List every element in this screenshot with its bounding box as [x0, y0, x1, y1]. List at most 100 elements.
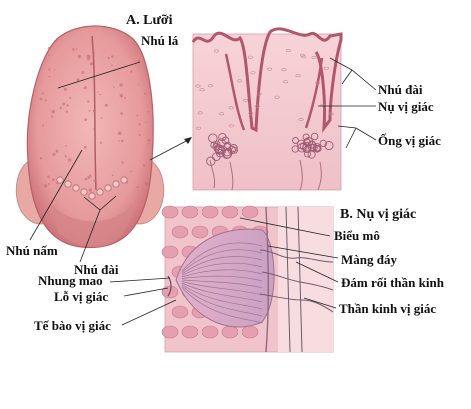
panel-a-pointers [29, 61, 189, 263]
tongue-dot [65, 145, 67, 147]
tongue-dot [68, 158, 72, 162]
tongue-dot [48, 75, 51, 78]
tongue-dot [143, 164, 146, 167]
taste-bud-circle [223, 148, 232, 157]
tongue-dot [52, 152, 56, 156]
epithelium-cell [221, 325, 239, 339]
taste-bud-circle [304, 137, 314, 147]
tissue-spot [298, 118, 304, 122]
panel-b-title: B. Nụ vị giác [340, 207, 417, 222]
taste-bud-circle [307, 150, 316, 159]
vallate-papilla [80, 188, 88, 196]
tongue-dot [144, 182, 149, 186]
taste-cell-fiber [181, 275, 263, 282]
tongue-dot [90, 62, 94, 66]
taste-bud-circle [307, 140, 316, 149]
tissue-spot [195, 84, 201, 88]
epithelium-cell [161, 325, 179, 339]
label-taste-cells: Tế bào vị giác [34, 318, 111, 333]
tongue-dot [66, 104, 69, 107]
papilla-section-illustration [191, 27, 343, 191]
panel-a-title: A. Lưỡi [126, 13, 173, 28]
tissue-spot [199, 88, 205, 92]
tongue-dot [59, 106, 63, 110]
tongue-dot [107, 56, 110, 60]
taste-bud-circle [218, 132, 227, 142]
tissue-spot [285, 49, 291, 53]
label-taste-bud: Nụ vị giác [378, 99, 434, 114]
panel-b-pointers [109, 217, 339, 326]
tongue-dot [117, 131, 122, 135]
vallate-papilla [72, 184, 80, 192]
tongue-dot [77, 54, 82, 59]
epithelium-cell [201, 325, 219, 339]
tissue-spot [254, 104, 260, 108]
tongue-body [26, 25, 154, 249]
tongue-dot [81, 71, 85, 74]
tongue-dot [99, 93, 101, 96]
tongue-dot [83, 86, 87, 90]
tongue-dot [48, 68, 51, 71]
epithelium-cell [221, 205, 239, 219]
taste-bud-clusters [206, 132, 334, 166]
tissue-spot [250, 71, 256, 75]
tongue-dot [47, 183, 50, 185]
tongue-dot [39, 157, 43, 160]
tongue-dot [97, 91, 99, 93]
tongue-dot [119, 83, 123, 87]
epithelium-cell [161, 205, 179, 219]
tongue-dot [87, 100, 90, 103]
tongue-dot [64, 102, 66, 105]
tongue-dot [88, 188, 93, 192]
tissue-spot [328, 112, 334, 116]
tongue-dot [92, 53, 95, 56]
tongue-dot [48, 54, 50, 57]
taste-cell-fiber [181, 287, 263, 324]
vallate-papilla [120, 176, 128, 184]
epithelium-cell [171, 225, 189, 239]
tongue-back [52, 205, 132, 247]
tissue-spot [282, 80, 288, 84]
trench-right [304, 57, 324, 129]
vallate-papilla [96, 188, 104, 196]
tissue-spot [256, 92, 262, 96]
tongue-illustration [15, 25, 165, 249]
tissue-spot [248, 111, 254, 115]
tissue-texture [195, 49, 334, 130]
tissue-spot [281, 68, 287, 72]
tongue-dot [42, 124, 45, 127]
tongue-dot [111, 55, 114, 58]
tongue-dot [100, 117, 103, 119]
taste-cell-fiber [181, 269, 263, 278]
tongue-dot [136, 114, 139, 117]
tongue-dot [93, 51, 96, 54]
tongue-dot [63, 87, 67, 91]
taste-cell-fiber [181, 279, 263, 289]
tissue-spot [311, 55, 317, 59]
vallate-papilla [104, 184, 112, 192]
tongue-dot [69, 96, 72, 99]
tissue-spot [197, 111, 203, 115]
tissue-spot [295, 74, 301, 78]
tissue-spot [237, 79, 243, 83]
tongue-dot [76, 78, 80, 82]
detail-pointers [318, 57, 377, 149]
taste-cell-fiber [181, 281, 263, 296]
epithelium-cell [171, 305, 189, 319]
taste-bud-circle [324, 141, 334, 151]
taste-bud-circle [223, 143, 232, 151]
taste-bud-circle [213, 140, 221, 148]
label-circumvallate-papillae: Nhú đài [378, 82, 423, 97]
taste-bud-circle [230, 146, 238, 154]
tongue-dot [110, 64, 113, 67]
tongue-dot [88, 110, 91, 112]
trench-left [224, 53, 246, 131]
taste-bud-circle [208, 133, 218, 143]
tongue-dot [44, 99, 47, 102]
tissue-spot [315, 81, 321, 85]
tongue-dot [93, 128, 95, 130]
tongue-dot [84, 177, 88, 181]
label-circumvallate-papillae-left: Nhú đài [74, 262, 119, 277]
taste-bud-circle [319, 139, 327, 148]
epithelium-cell [191, 225, 209, 239]
